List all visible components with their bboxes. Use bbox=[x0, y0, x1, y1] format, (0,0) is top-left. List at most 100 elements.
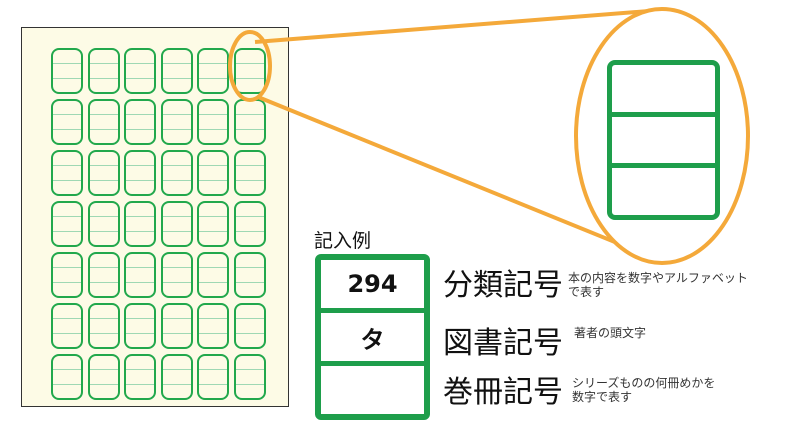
sheet-label-line bbox=[162, 319, 191, 334]
sheet-label bbox=[233, 252, 266, 298]
sheet-label-line bbox=[89, 217, 118, 232]
sheet-label bbox=[233, 150, 266, 196]
sheet-label-line bbox=[89, 166, 118, 181]
sheet-label bbox=[233, 48, 266, 94]
sheet-label bbox=[87, 252, 120, 298]
sheet-label bbox=[124, 48, 156, 94]
sheet-label-line bbox=[126, 101, 154, 116]
sheet-label-line bbox=[89, 319, 118, 334]
callout-line-bottom bbox=[257, 95, 665, 264]
sheet-label-line bbox=[235, 305, 264, 320]
label-sheet bbox=[21, 27, 289, 407]
sheet-label-line bbox=[199, 319, 227, 334]
sheet-label-line bbox=[162, 166, 191, 181]
sheet-label bbox=[124, 252, 156, 298]
sheet-label-line bbox=[126, 166, 154, 181]
sheet-label-line bbox=[199, 166, 227, 181]
sheet-label bbox=[160, 150, 193, 196]
sheet-label bbox=[87, 303, 120, 349]
sheet-label-line bbox=[89, 115, 118, 130]
sheet-label-line bbox=[126, 305, 154, 320]
sheet-label bbox=[197, 150, 229, 196]
example-label: 294 タ bbox=[315, 254, 430, 420]
sheet-label-line bbox=[199, 217, 227, 232]
sheet-label-line bbox=[126, 203, 154, 218]
sheet-label-line bbox=[53, 370, 81, 385]
sheet-label-line bbox=[162, 101, 191, 116]
sheet-label-line bbox=[126, 217, 154, 232]
sheet-label-line bbox=[162, 254, 191, 269]
sheet-highlight-circle bbox=[228, 30, 272, 102]
volume-number-cell bbox=[321, 361, 424, 414]
sheet-label-line bbox=[235, 115, 264, 130]
sheet-label-line bbox=[162, 217, 191, 232]
sheet-label-line bbox=[162, 305, 191, 320]
sheet-label-line bbox=[162, 203, 191, 218]
sheet-label-line bbox=[199, 268, 227, 283]
sheet-label-line bbox=[89, 152, 118, 167]
sheet-label bbox=[160, 99, 193, 145]
sheet-label-line bbox=[235, 319, 264, 334]
sheet-label-line bbox=[53, 166, 81, 181]
volume-number-description: シリーズものの何冊めかを 数字で表す bbox=[572, 376, 716, 404]
classification-number-title: 分類記号 bbox=[443, 268, 563, 303]
sheet-label-line bbox=[199, 356, 227, 371]
sheet-label-line bbox=[89, 64, 118, 79]
sheet-label-line bbox=[235, 370, 264, 385]
sheet-label-line bbox=[89, 370, 118, 385]
sheet-label-line bbox=[126, 356, 154, 371]
sheet-label bbox=[160, 303, 193, 349]
sheet-label-line bbox=[199, 101, 227, 116]
author-mark-title: 図書記号 bbox=[443, 326, 563, 361]
magnified-label-section bbox=[612, 111, 715, 164]
sheet-label bbox=[87, 99, 120, 145]
sheet-label bbox=[51, 150, 83, 196]
sheet-label-line bbox=[235, 254, 264, 269]
sheet-label-line bbox=[199, 64, 227, 79]
magnified-label bbox=[607, 60, 720, 220]
sheet-label bbox=[233, 303, 266, 349]
classification-number-description: 本の内容を数字やアルファベット で表す bbox=[568, 271, 748, 299]
sheet-label-line bbox=[53, 268, 81, 283]
sheet-label-line bbox=[162, 50, 191, 65]
sheet-label-line bbox=[89, 305, 118, 320]
sheet-label bbox=[124, 201, 156, 247]
sheet-label bbox=[197, 303, 229, 349]
sheet-label-line bbox=[199, 254, 227, 269]
sheet-label-line bbox=[53, 319, 81, 334]
sheet-label bbox=[124, 150, 156, 196]
sheet-label-line bbox=[126, 268, 154, 283]
sheet-label bbox=[87, 48, 120, 94]
sheet-label-line bbox=[235, 152, 264, 167]
sheet-label-line bbox=[235, 203, 264, 218]
sheet-label-line bbox=[162, 64, 191, 79]
magnified-label-section bbox=[612, 65, 715, 112]
sheet-label-line bbox=[162, 115, 191, 130]
sheet-label-line bbox=[235, 101, 264, 116]
sheet-label-line bbox=[162, 356, 191, 371]
sheet-label-line bbox=[89, 356, 118, 371]
sheet-label-line bbox=[235, 64, 264, 79]
author-mark-description: 著者の頭文字 bbox=[574, 326, 647, 340]
sheet-label bbox=[233, 354, 266, 400]
sheet-label bbox=[197, 48, 229, 94]
sheet-label-line bbox=[53, 217, 81, 232]
sheet-label bbox=[87, 150, 120, 196]
sheet-label-line bbox=[53, 254, 81, 269]
sheet-label bbox=[51, 303, 83, 349]
sheet-label-line bbox=[89, 268, 118, 283]
sheet-label bbox=[197, 252, 229, 298]
sheet-label-line bbox=[53, 50, 81, 65]
sheet-label-line bbox=[53, 305, 81, 320]
example-heading: 記入例 bbox=[314, 230, 372, 252]
sheet-label-line bbox=[53, 152, 81, 167]
sheet-label bbox=[87, 354, 120, 400]
sheet-label-line bbox=[126, 152, 154, 167]
sheet-label bbox=[51, 48, 83, 94]
sheet-label-line bbox=[199, 152, 227, 167]
sheet-label bbox=[160, 48, 193, 94]
sheet-label-line bbox=[126, 50, 154, 65]
sheet-label-line bbox=[89, 203, 118, 218]
author-mark-cell: タ bbox=[321, 308, 424, 361]
callout-line-top bbox=[254, 8, 663, 44]
